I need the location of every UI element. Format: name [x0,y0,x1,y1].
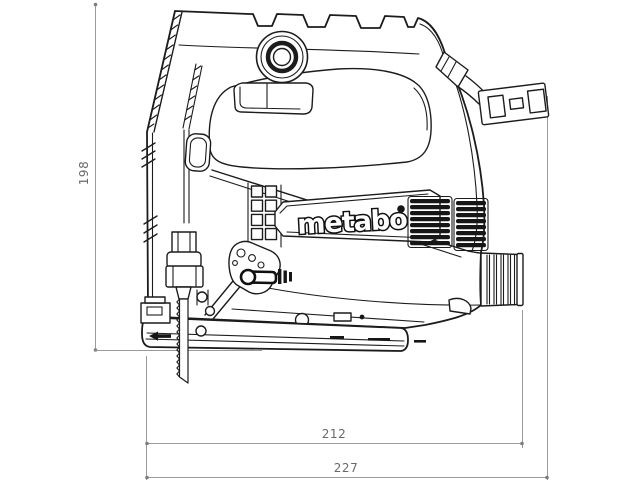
dim-label-length-inner: 212 [322,427,346,441]
dim-tick [145,475,149,480]
inner-slant-hatching [184,65,202,121]
blade-roller [196,291,208,303]
dim-tick [93,2,98,7]
dimension-annotations: 198 212 227 [77,2,549,480]
inner-slant-edges [182,63,203,130]
hose-connector [480,252,524,307]
jigsaw-body: metabo [140,10,550,384]
plug-block [477,82,550,126]
trigger-pocket-inner [239,83,301,110]
brand-logo-text: metabo [297,204,408,241]
dim-label-length-overall: 227 [334,461,358,475]
shoe-front-bracket [140,302,171,324]
blade-line-arrow-icon [149,331,171,341]
dim-tick [545,475,549,480]
hose-ribs [486,254,516,306]
pendulum-lever-boss [239,268,257,286]
trigger-pocket [233,82,314,115]
power-cord [435,51,550,126]
lower-skirt-line [231,308,425,323]
rear-foot [448,297,472,315]
front-slant-hatching [147,14,181,129]
body-dot [359,314,365,320]
dim-tick [520,441,524,446]
body-latch [333,312,352,322]
saw-blade [178,298,189,384]
opening-inner-line [413,87,428,131]
saw-blade-teeth [176,298,181,378]
clamp-neck [175,286,192,300]
dim-label-height: 198 [77,161,91,185]
front-grip-pad [184,133,212,172]
pendulum-lever-assembly [228,240,292,295]
strut-hole [204,305,216,317]
brand-badge-inner [279,193,429,239]
brand-logo-dot [397,205,405,213]
base-plate [140,296,426,352]
front-grip-ribs [141,142,158,243]
dim-tick [145,441,149,446]
brand-badge: metabo [274,189,441,243]
blade-clamp [165,265,204,288]
shoe-pivot-screw [195,325,207,337]
vent-grid [247,182,282,248]
front-slant-edges [146,10,183,133]
speed-dial [255,30,309,84]
grip-rib-columns [407,195,489,252]
